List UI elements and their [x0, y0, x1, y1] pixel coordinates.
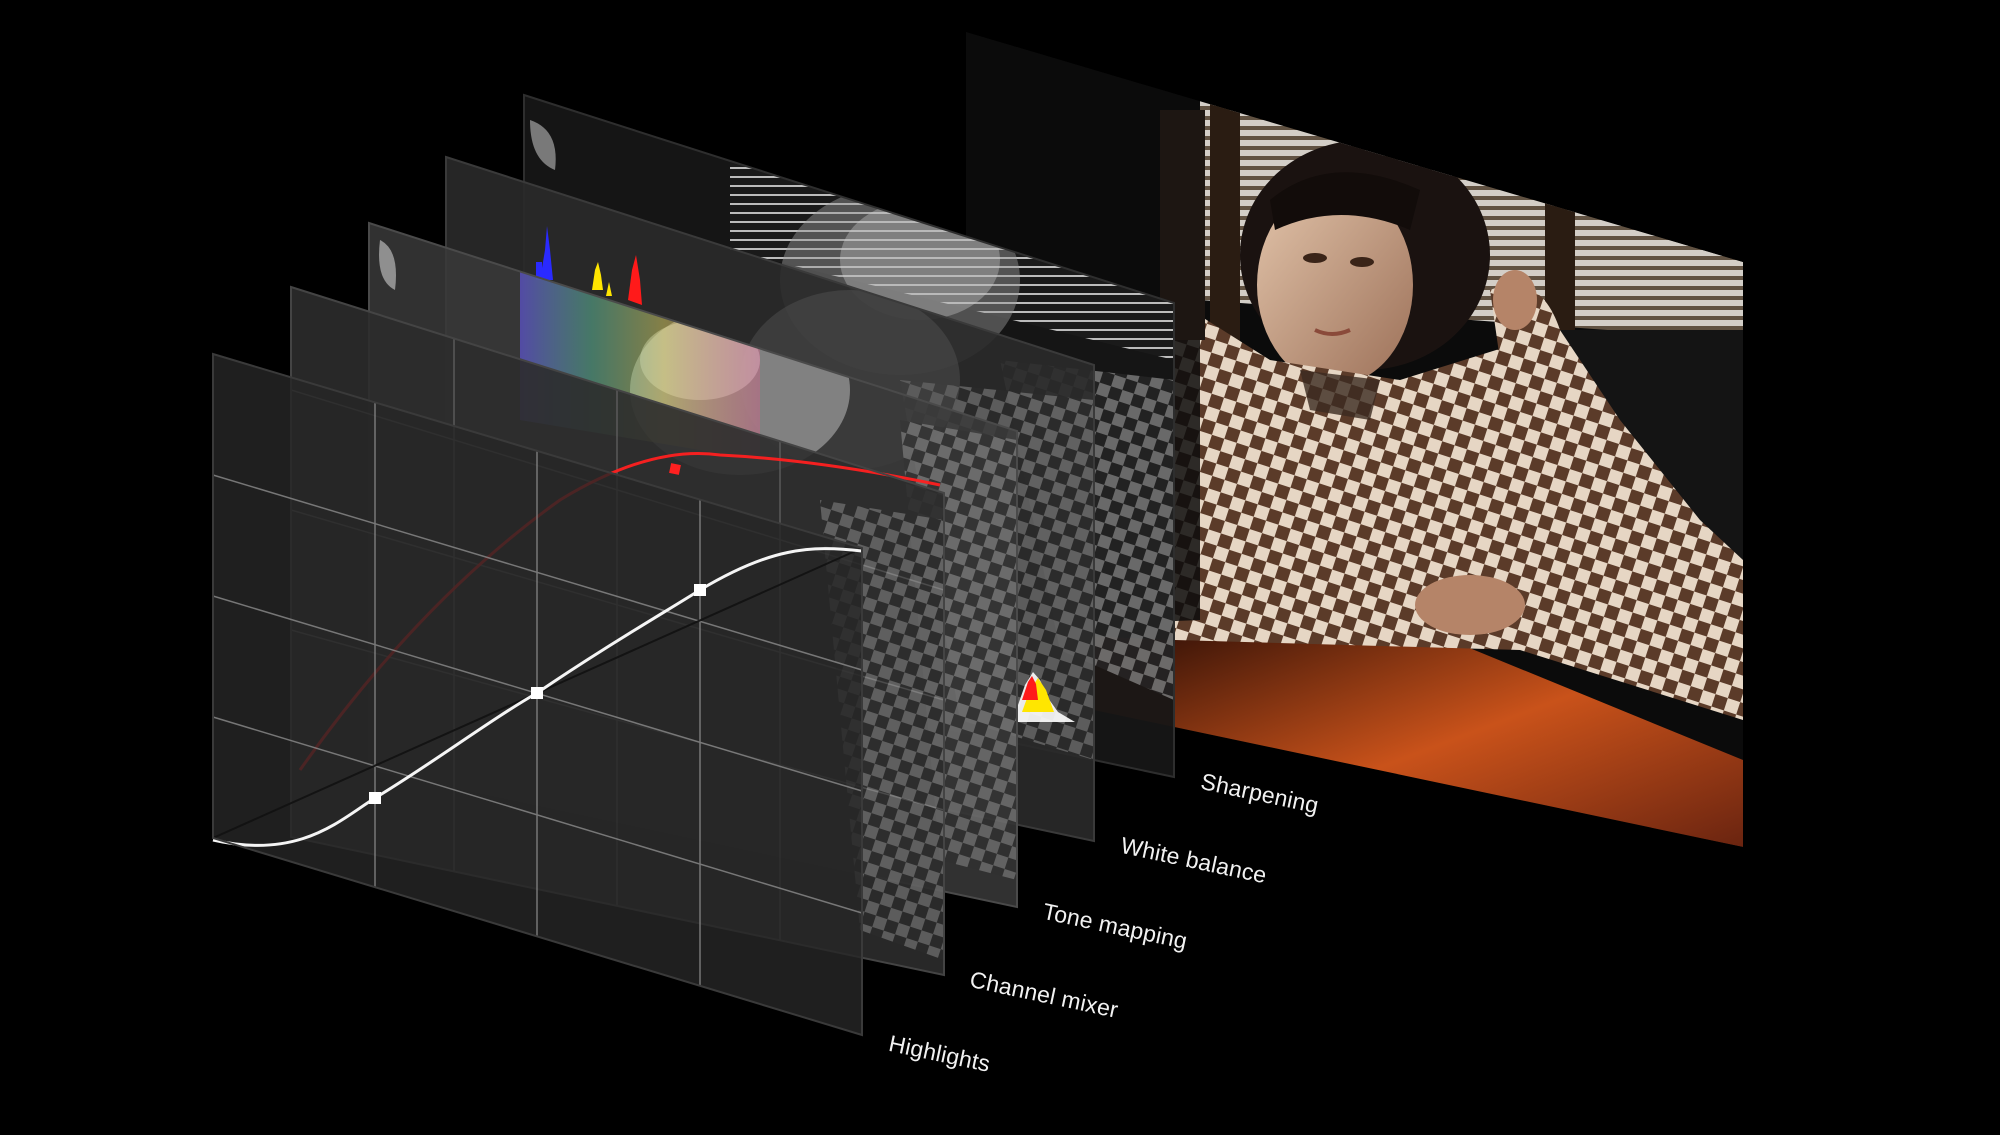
highlights-layer: [212, 352, 863, 1037]
curve-control-point[interactable]: [369, 792, 381, 804]
curve-control-point[interactable]: [694, 584, 706, 596]
curve-control-point[interactable]: [531, 687, 543, 699]
luma-histogram: [1018, 672, 1075, 722]
rgb-histogram: [536, 226, 642, 305]
